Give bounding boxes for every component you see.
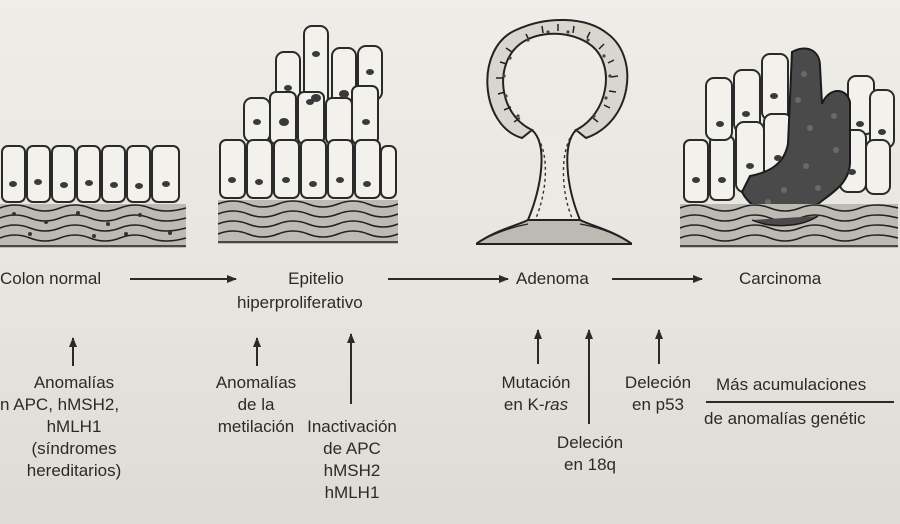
event-label-metilacion: Anomalías de la metilación bbox=[196, 372, 316, 438]
stage-label-hyper-line1: Epitelio bbox=[256, 268, 376, 290]
event-label-p53: Deleción en p53 bbox=[608, 372, 708, 416]
event-line: en K-ras bbox=[484, 394, 588, 416]
event-label-genetic-anomalies: de anomalías genétic bbox=[704, 408, 866, 430]
event-label-inactivacion: Inactivación de APC hMSH2 hMLH1 bbox=[300, 416, 404, 504]
kras-prefix: en K- bbox=[504, 395, 545, 414]
stage-label-normal: Colon normal bbox=[0, 268, 101, 290]
event-line: de APC bbox=[300, 438, 404, 460]
event-line: Anomalías bbox=[0, 372, 148, 394]
event-line: hMLH1 bbox=[300, 482, 404, 504]
event-line: en p53 bbox=[608, 394, 708, 416]
event-label-kras: Mutación en K-ras bbox=[484, 372, 588, 416]
stage-label-carcinoma: Carcinoma bbox=[739, 268, 821, 290]
event-label-hereditary: Anomalías n APC, hMSH2, hMLH1 (síndromes… bbox=[0, 372, 148, 482]
event-line: n APC, hMSH2, bbox=[0, 394, 148, 416]
event-label-more-accumulations: Más acumulaciones bbox=[716, 374, 866, 396]
stage-label-adenoma: Adenoma bbox=[516, 268, 589, 290]
kras-gene: ras bbox=[545, 395, 569, 414]
event-line: de la bbox=[196, 394, 316, 416]
event-line: en 18q bbox=[540, 454, 640, 476]
event-line: hereditarios) bbox=[0, 460, 148, 482]
event-line: Inactivación bbox=[300, 416, 404, 438]
event-line: Mutación bbox=[484, 372, 588, 394]
event-line: hMSH2 bbox=[300, 460, 404, 482]
event-line: Deleción bbox=[608, 372, 708, 394]
event-line: Deleción bbox=[540, 432, 640, 454]
stage-label-hyperproliferative: Epitelio bbox=[256, 268, 376, 290]
stage-label-hyper-line2: hiperproliferativo bbox=[237, 292, 363, 314]
event-line: hMLH1 bbox=[0, 416, 148, 438]
event-line: Anomalías bbox=[196, 372, 316, 394]
event-line: (síndromes bbox=[0, 438, 148, 460]
event-label-18q: Deleción en 18q bbox=[540, 432, 640, 476]
event-line: metilación bbox=[196, 416, 316, 438]
